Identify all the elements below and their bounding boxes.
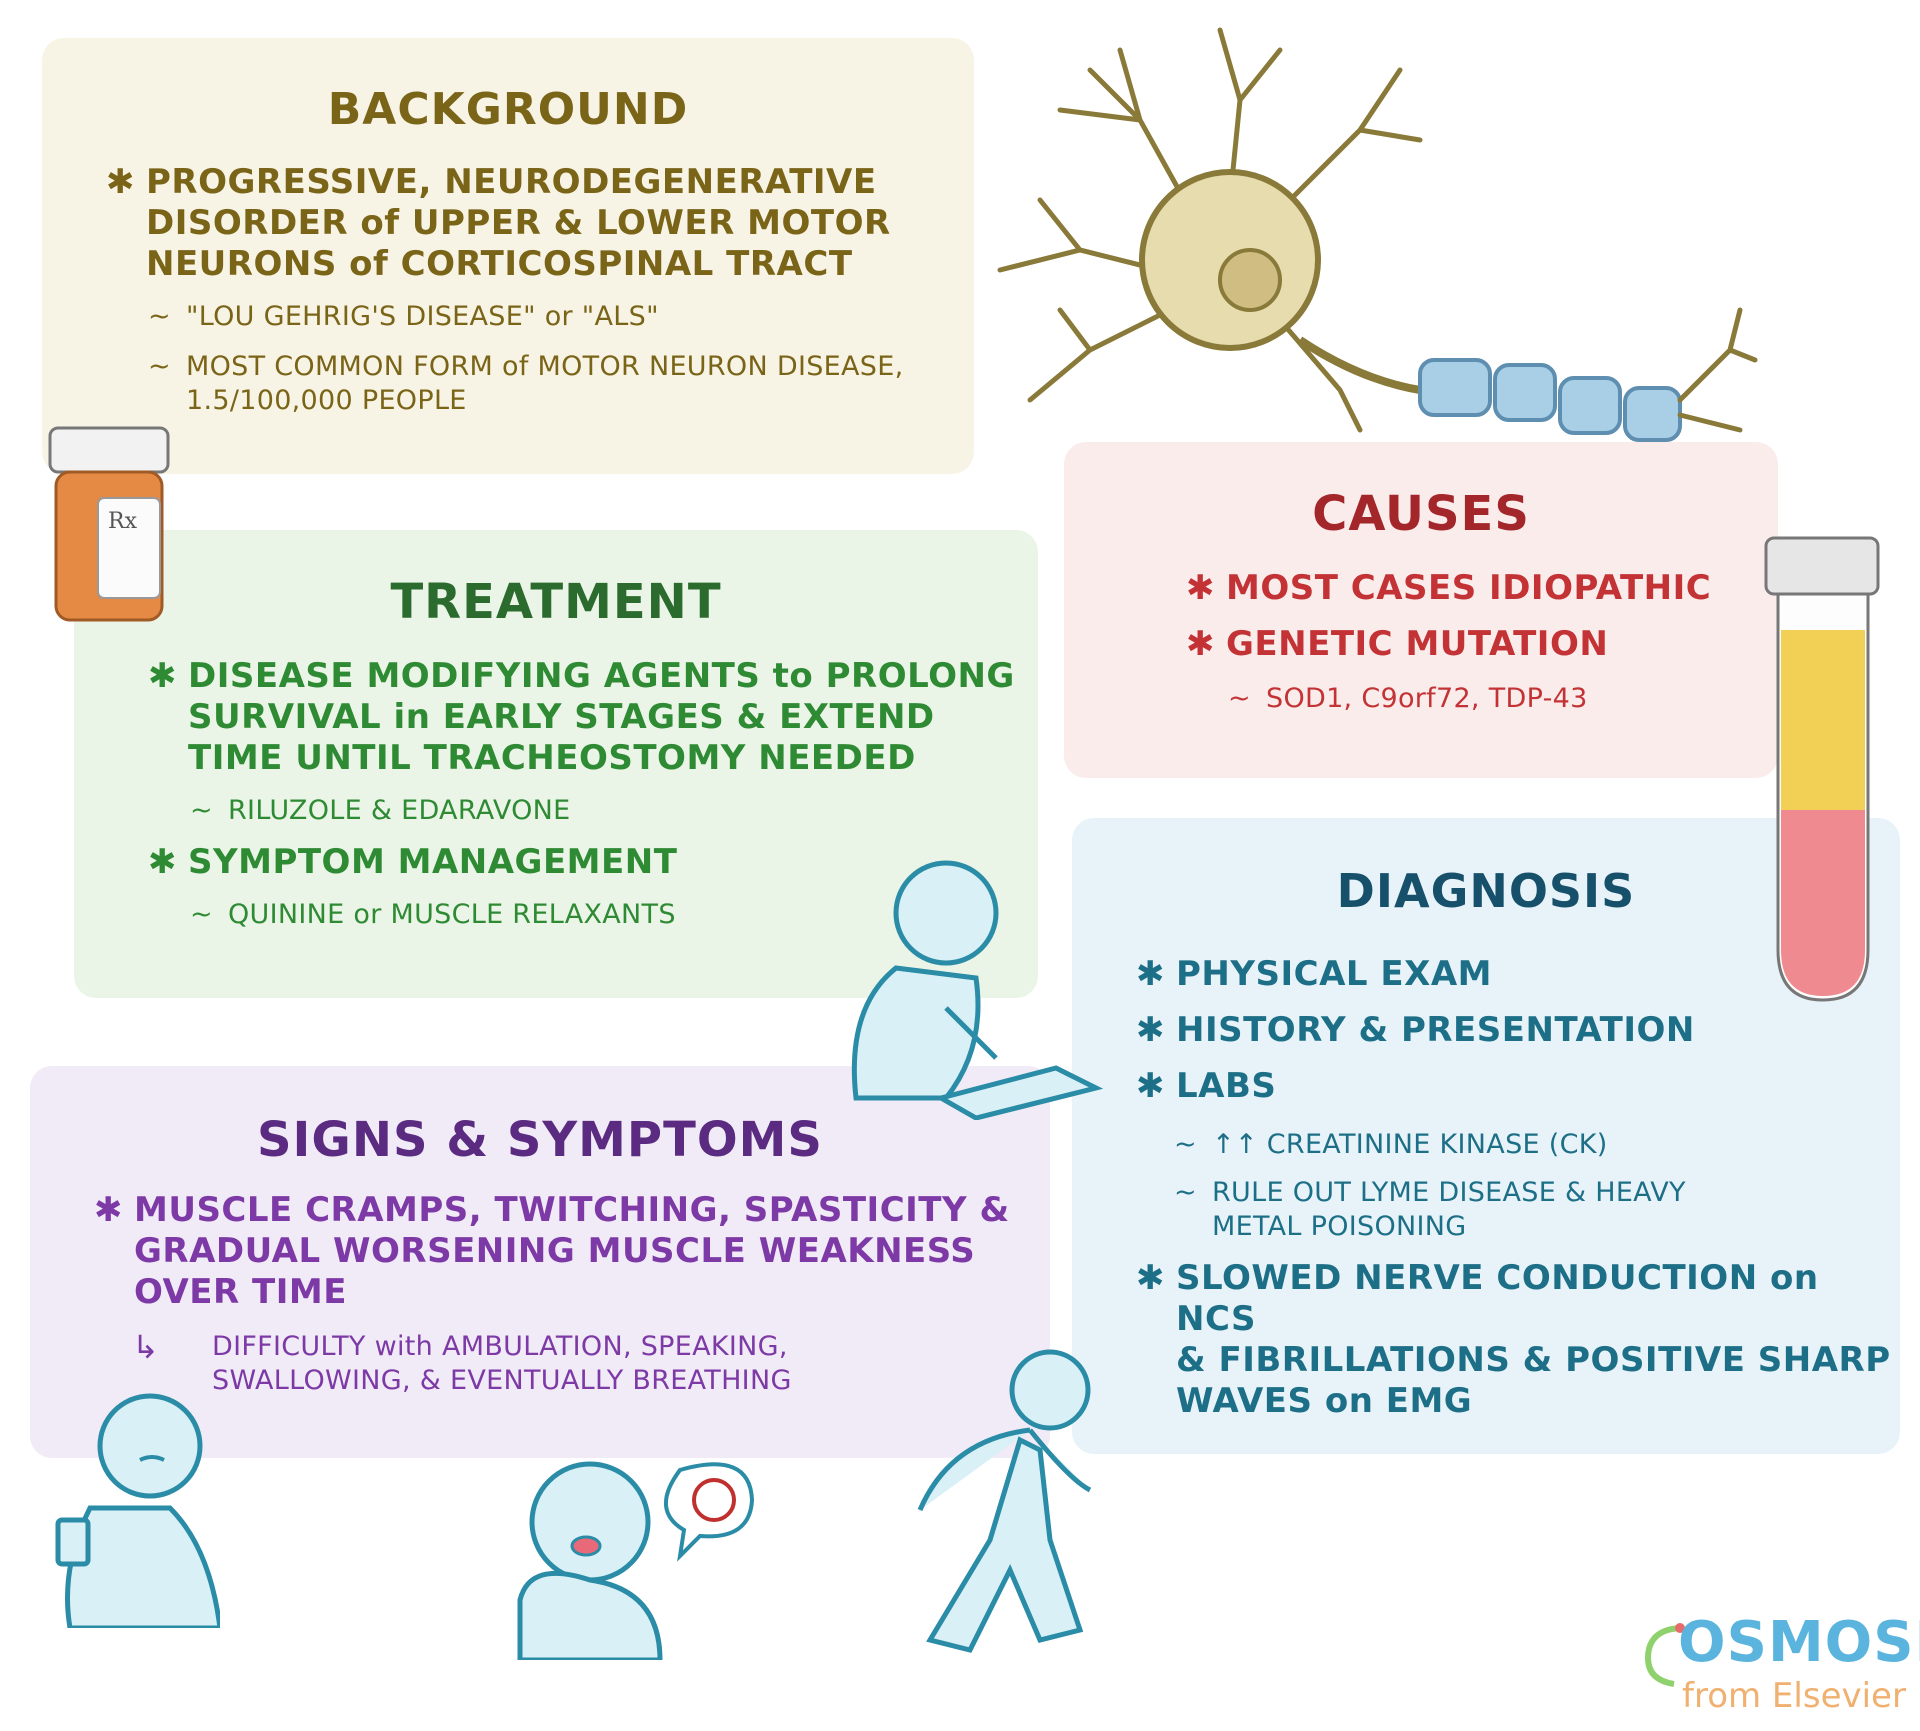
osmosis-logo: OSMOSIS from Elsevier (1640, 1610, 1920, 1720)
asterisk-bullet-icon: ✱ (1186, 624, 1215, 664)
background-sub-line: "LOU GEHRIG'S DISEASE" or "ALS" (186, 301, 659, 332)
diagnosis-sub-ruleout: ~ RULE OUT LYME DISEASE & HEAVY METAL PO… (1174, 1176, 1686, 1244)
asterisk-bullet-icon: ✱ (1136, 1010, 1165, 1050)
signs-bullet-line: GRADUAL WORSENING MUSCLE WEAKNESS (134, 1231, 976, 1271)
treatment-sub-line: QUININE or MUSCLE RELAXANTS (228, 899, 676, 930)
asterisk-bullet-icon: ✱ (1136, 954, 1165, 994)
background-panel: BACKGROUND ✱ PROGRESSIVE, NEURODEGENERAT… (42, 38, 974, 474)
signs-panel: SIGNS & SYMPTOMS ✱ MUSCLE CRAMPS, TWITCH… (30, 1066, 1050, 1458)
signs-bullet-line: OVER TIME (134, 1272, 347, 1312)
signs-title: SIGNS & SYMPTOMS (256, 1112, 823, 1168)
diagnosis-bullet-exam: ✱ PHYSICAL EXAM (1136, 954, 1492, 995)
rx-label: Rx (108, 509, 138, 534)
diagnosis-sub-line: ↑↑ CREATININE KINASE (CK) (1212, 1129, 1608, 1160)
background-sub-line: MOST COMMON FORM of MOTOR NEURON DISEASE… (186, 351, 904, 382)
diagnosis-bullet-line: LABS (1176, 1066, 1277, 1106)
neuron-illustration-icon (997, 27, 1758, 442)
diagnosis-bullet-line: SLOWED NERVE CONDUCTION on NCS (1176, 1258, 1819, 1339)
tilde-bullet-icon: ~ (190, 899, 213, 930)
causes-sub-genes: ~ SOD1, C9orf72, TDP-43 (1228, 682, 1588, 716)
background-bullet-line: DISORDER of UPPER & LOWER MOTOR (146, 203, 891, 243)
osmosis-logo-name: OSMOSIS (1678, 1610, 1920, 1675)
treatment-bullet-line: SYMPTOM MANAGEMENT (188, 842, 678, 882)
osmosis-logo-icon (1644, 1623, 1685, 1687)
diagnosis-sub-line: RULE OUT LYME DISEASE & HEAVY (1212, 1177, 1686, 1208)
treatment-bullet-agents: ✱ DISEASE MODIFYING AGENTS to PROLONG SU… (148, 656, 1015, 779)
diagnosis-bullet-line: PHYSICAL EXAM (1176, 954, 1492, 994)
causes-panel: CAUSES ✱ MOST CASES IDIOPATHIC ✱ GENETIC… (1064, 442, 1778, 778)
signs-sub-line: DIFFICULTY with AMBULATION, SPEAKING, (212, 1331, 788, 1362)
causes-bullet-line: GENETIC MUTATION (1226, 624, 1609, 664)
signs-bullet: ✱ MUSCLE CRAMPS, TWITCHING, SPASTICITY &… (94, 1190, 1010, 1313)
diagnosis-sub-ck: ~ ↑↑ CREATININE KINASE (CK) (1174, 1128, 1608, 1162)
treatment-bullet-line: TIME UNTIL TRACHEOSTOMY NEEDED (188, 738, 916, 778)
arrow-bullet-icon: ↳ (132, 1328, 160, 1366)
diagnosis-bullet-line: WAVES on EMG (1176, 1381, 1473, 1421)
diagnosis-bullet-line: & FIBRILLATIONS & POSITIVE SHARP (1176, 1340, 1891, 1380)
causes-bullet-line: MOST CASES IDIOPATHIC (1226, 568, 1712, 608)
diagnosis-panel: DIAGNOSIS ✱ PHYSICAL EXAM ✱ HISTORY & PR… (1072, 818, 1900, 1454)
tilde-bullet-icon: ~ (148, 301, 171, 332)
treatment-title: TREATMENT (390, 574, 722, 630)
treatment-sub-quinine: ~ QUININE or MUSCLE RELAXANTS (190, 898, 676, 932)
tilde-bullet-icon: ~ (1174, 1129, 1197, 1160)
treatment-sub-line: RILUZOLE & EDARAVONE (228, 795, 571, 826)
background-bullet-line: NEURONS of CORTICOSPINAL TRACT (146, 244, 853, 284)
causes-bullet-idiopathic: ✱ MOST CASES IDIOPATHIC (1186, 568, 1712, 609)
treatment-panel: TREATMENT ✱ DISEASE MODIFYING AGENTS to … (74, 530, 1038, 998)
asterisk-bullet-icon: ✱ (148, 656, 177, 696)
person-walking-illustration-icon (917, 1349, 1092, 1653)
signs-bullet-line: MUSCLE CRAMPS, TWITCHING, SPASTICITY & (134, 1190, 1010, 1230)
treatment-sub-drugs: ~ RILUZOLE & EDARAVONE (190, 794, 571, 828)
causes-bullet-genetic: ✱ GENETIC MUTATION (1186, 624, 1609, 665)
tilde-bullet-icon: ~ (1228, 683, 1251, 714)
diagnosis-bullet-history: ✱ HISTORY & PRESENTATION (1136, 1010, 1695, 1051)
treatment-bullet-line: SURVIVAL in EARLY STAGES & EXTEND (188, 697, 935, 737)
background-title: BACKGROUND (327, 84, 689, 135)
asterisk-bullet-icon: ✱ (106, 162, 135, 202)
person-speaking-illustration-icon (517, 1461, 755, 1660)
signs-sub: ↳ DIFFICULTY with AMBULATION, SPEAKING, … (132, 1330, 792, 1398)
signs-sub-line: SWALLOWING, & EVENTUALLY BREATHING (212, 1365, 792, 1396)
asterisk-bullet-icon: ✱ (94, 1190, 123, 1230)
diagnosis-title: DIAGNOSIS (1336, 864, 1636, 918)
asterisk-bullet-icon: ✱ (1186, 568, 1215, 608)
pill-bottle-icon: Rx (48, 426, 170, 622)
asterisk-bullet-icon: ✱ (1136, 1066, 1165, 1106)
asterisk-bullet-icon: ✱ (148, 842, 177, 882)
myelin-sheath (1418, 358, 1682, 442)
diagnosis-bullet-nerve: ✱ SLOWED NERVE CONDUCTION on NCS & FIBRI… (1136, 1258, 1900, 1422)
asterisk-bullet-icon: ✱ (1136, 1258, 1165, 1298)
treatment-bullet-line: DISEASE MODIFYING AGENTS to PROLONG (188, 656, 1015, 696)
treatment-bullet-symptom: ✱ SYMPTOM MANAGEMENT (148, 842, 678, 883)
background-bullet: ✱ PROGRESSIVE, NEURODEGENERATIVE DISORDE… (106, 162, 891, 285)
background-sub-line: 1.5/100,000 PEOPLE (186, 385, 467, 416)
causes-title: CAUSES (1312, 486, 1530, 542)
tilde-bullet-icon: ~ (1174, 1177, 1197, 1208)
person-writing-illustration-icon (851, 860, 1104, 1120)
osmosis-logo-tagline: from Elsevier (1682, 1676, 1906, 1716)
background-bullet-line: PROGRESSIVE, NEURODEGENERATIVE (146, 162, 877, 202)
diagnosis-sub-line: METAL POISONING (1212, 1211, 1467, 1242)
background-sub-prevalence: ~ MOST COMMON FORM of MOTOR NEURON DISEA… (148, 350, 904, 418)
diagnosis-bullet-line: HISTORY & PRESENTATION (1176, 1010, 1695, 1050)
background-sub-aka: ~ "LOU GEHRIG'S DISEASE" or "ALS" (148, 300, 659, 334)
causes-sub-line: SOD1, C9orf72, TDP-43 (1266, 683, 1588, 714)
tilde-bullet-icon: ~ (190, 795, 213, 826)
blood-test-tube-icon (1764, 536, 1880, 1002)
person-swallowing-illustration-icon (55, 1393, 220, 1628)
diagnosis-bullet-labs: ✱ LABS (1136, 1066, 1277, 1107)
tilde-bullet-icon: ~ (148, 351, 171, 382)
